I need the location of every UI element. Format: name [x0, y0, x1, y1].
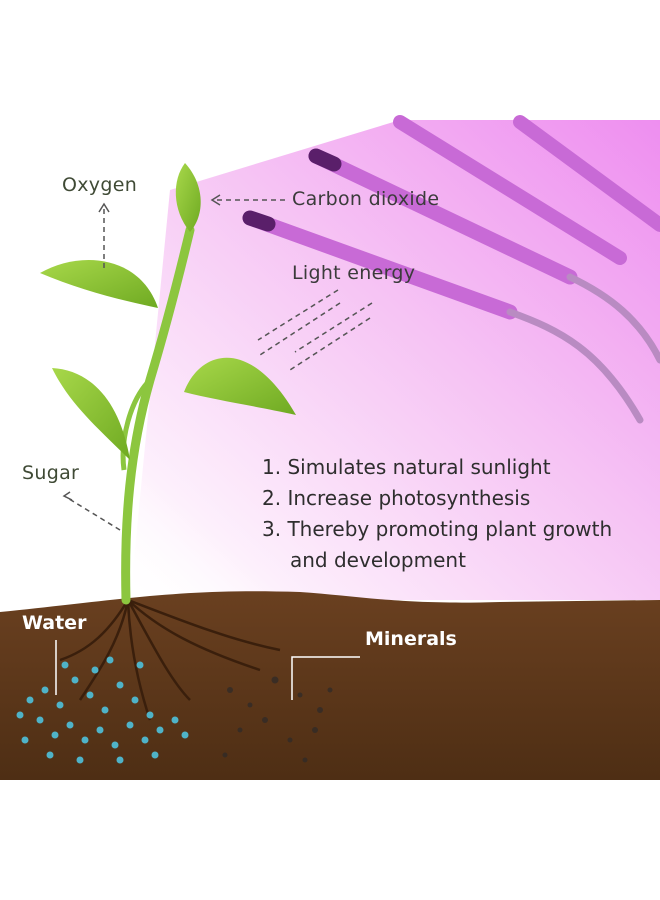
benefits-list: 1. Simulates natural sunlight 2. Increas… — [262, 452, 612, 576]
roots — [59, 598, 281, 721]
benefit-item: 1. Simulates natural sunlight — [262, 455, 551, 479]
sugar-label: Sugar — [22, 462, 80, 484]
lamp-bar-2 — [308, 148, 660, 364]
leaf-top — [175, 163, 201, 232]
light-arrow-1 — [257, 289, 339, 341]
lamp-bar-3 — [393, 115, 627, 265]
light-arrow-3 — [294, 302, 373, 353]
flow-arrows — [65, 199, 373, 531]
benefit-item-continuation: and development — [290, 548, 466, 572]
water-droplets — [16, 656, 189, 764]
leaf-left-lower — [52, 368, 130, 460]
light-glow — [130, 120, 660, 600]
minerals-pointer — [291, 656, 360, 700]
light-energy-label: Light energy — [292, 262, 416, 284]
sugar-arrow — [65, 496, 121, 531]
minerals-label: Minerals — [365, 628, 457, 650]
benefit-item: 3. Thereby promoting plant growth — [262, 517, 613, 541]
mineral-particles — [222, 676, 333, 763]
leaf-right — [184, 357, 296, 415]
leaf-left-upper — [40, 259, 158, 308]
water-label: Water — [22, 612, 87, 634]
light-arrow-4 — [289, 317, 371, 371]
led-lamp-bars — [242, 115, 660, 424]
oxygen-label: Oxygen — [62, 174, 138, 196]
lamp-bar-1 — [242, 210, 644, 424]
soil — [0, 591, 660, 780]
light-arrow-2 — [259, 302, 341, 356]
lamp-bar-4 — [513, 115, 660, 232]
carbon-dioxide-label: Carbon dioxide — [292, 188, 440, 210]
benefit-item: 2. Increase photosynthesis — [262, 486, 531, 510]
